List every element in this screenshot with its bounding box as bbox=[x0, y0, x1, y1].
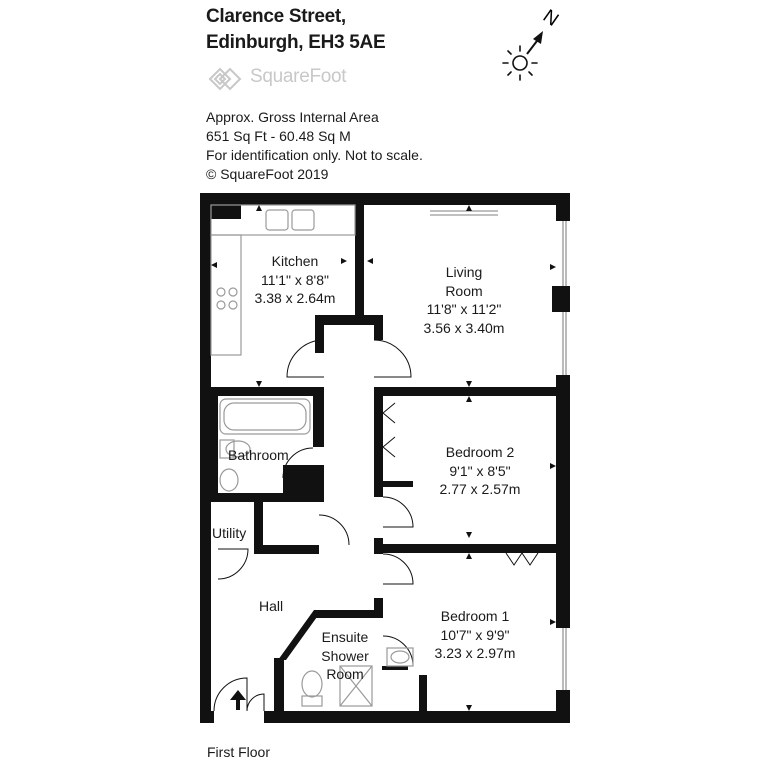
room-bathroom-label: Bathroom bbox=[228, 447, 289, 463]
room-living-metric: 3.56 x 3.40m bbox=[423, 319, 505, 336]
room-kitchen-name: Kitchen bbox=[271, 253, 319, 269]
room-bedroom1-name: Bedroom 1 bbox=[440, 608, 510, 624]
address-line-2: Edinburgh, EH3 5AE bbox=[206, 32, 386, 53]
room-ensuite-name-2: Shower bbox=[321, 647, 369, 664]
room-bedroom2-imperial: 9'1" x 8'5" bbox=[449, 462, 511, 479]
windows bbox=[562, 221, 567, 690]
room-bedroom1-metric: 3.23 x 2.97m bbox=[434, 645, 516, 661]
interior-walls bbox=[206, 205, 570, 716]
room-living-name-2: Room bbox=[445, 282, 483, 299]
area-info-title: Approx. Gross Internal Area bbox=[206, 109, 379, 125]
dimension-markers bbox=[211, 205, 556, 711]
room-kitchen-label: Kitchen 11'1" x 8'8" 3.38 x 2.64m bbox=[251, 252, 339, 308]
address-line-1: Clarence Street, bbox=[206, 6, 346, 27]
room-ensuite-name-1: Ensuite bbox=[321, 629, 369, 645]
area-info-disclaimer: For identification only. Not to scale. bbox=[206, 147, 423, 163]
room-ensuite-name-3: Room bbox=[326, 666, 364, 682]
room-bedroom1-imperial: 10'7" x 9'9" bbox=[440, 626, 510, 643]
room-living-name-1: Living bbox=[445, 264, 483, 280]
room-hall-label: Hall bbox=[259, 598, 284, 614]
room-kitchen-metric: 3.38 x 2.64m bbox=[254, 290, 336, 306]
room-bedroom1-label: Bedroom 1 10'7" x 9'9" 3.23 x 2.97m bbox=[420, 607, 530, 663]
room-bedroom2-label: Bedroom 2 9'1" x 8'5" 2.77 x 2.57m bbox=[425, 443, 535, 499]
room-bedroom2-name: Bedroom 2 bbox=[445, 444, 515, 460]
compass-icon bbox=[502, 31, 543, 81]
room-bedroom2-metric: 2.77 x 2.57m bbox=[439, 481, 521, 497]
brand-name: SquareFoot bbox=[250, 66, 347, 87]
room-ensuite-label: Ensuite Shower Room bbox=[312, 628, 378, 684]
squarefoot-logo-icon bbox=[206, 62, 246, 101]
room-living-imperial: 11'8" x 11'2" bbox=[426, 301, 502, 317]
fixtures bbox=[210, 204, 498, 707]
room-living-label: Living Room 11'8" x 11'2" 3.56 x 3.40m bbox=[412, 263, 516, 337]
room-utility-label: Utility bbox=[212, 525, 247, 541]
door-swings bbox=[213, 339, 539, 712]
floor-label: First Floor bbox=[207, 744, 270, 760]
compass-north-label: N bbox=[539, 6, 562, 31]
area-info-copyright: © SquareFoot 2019 bbox=[206, 166, 329, 182]
entrance-arrow-icon bbox=[230, 690, 246, 710]
area-info-size: 651 Sq Ft - 60.48 Sq M bbox=[206, 128, 351, 144]
room-kitchen-imperial: 11'1" x 8'8" bbox=[261, 271, 329, 288]
